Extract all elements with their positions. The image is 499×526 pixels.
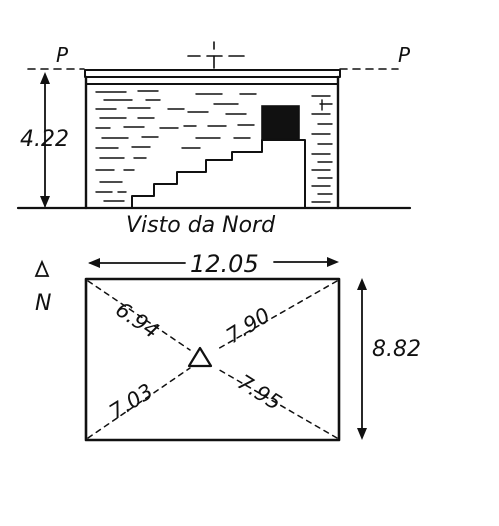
height-dimension [40,72,50,208]
plan-view: N 12.05 6.94 7.90 7.03 7.95 [34,250,421,442]
window-opening [261,105,300,140]
width-dimension [88,257,339,268]
diag-label-top-right: 7.90 [222,303,274,348]
wall-hatching [95,90,333,203]
station-triangle [187,346,213,368]
elevation-view: P P [16,41,412,238]
plan-diagonals [87,280,338,439]
diag-label-top-left: 6.94 [111,297,163,343]
plan-outline [84,277,341,442]
north-arrow [34,259,50,277]
plane-label-left: P [56,43,69,67]
width-label: 12.05 [190,250,259,278]
diag-label-bottom-right: 7.95 [233,370,285,415]
center-mark [187,41,245,69]
staircase [131,139,306,209]
depth-label: 8.82 [372,337,421,362]
north-label: N [35,291,51,316]
diag-label-bottom-left: 7.03 [105,379,157,424]
building-elevation [84,69,341,210]
plane-label-right: P [398,43,411,67]
depth-dimension [357,278,367,440]
elevation-caption: Visto da Nord [126,213,276,238]
height-label: 4.22 [20,127,69,152]
